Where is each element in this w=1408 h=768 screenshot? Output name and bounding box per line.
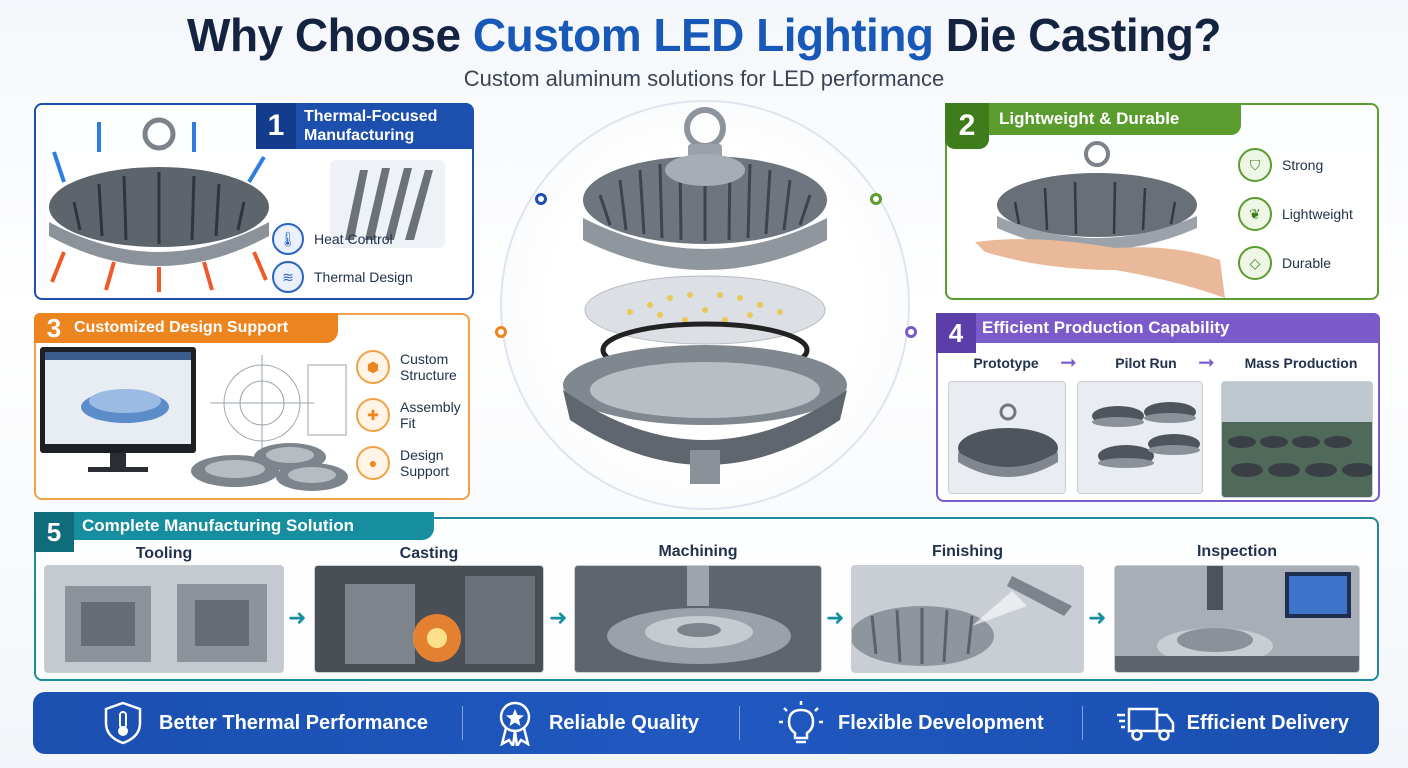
arrow-right-icon: ➜ bbox=[549, 605, 568, 630]
feature-lightweight-label: Lightweight bbox=[1282, 206, 1353, 222]
step-finishing: Finishing bbox=[931, 543, 1004, 560]
feature-heat-control: 🌡 Heat Control bbox=[272, 223, 393, 255]
puzzle-icon: ✚ bbox=[356, 398, 390, 432]
panel1-number: 1 bbox=[256, 103, 296, 149]
page-subtitle: Custom aluminum solutions for LED perfor… bbox=[463, 66, 945, 91]
benefit-thermal-label: Better Thermal Performance bbox=[159, 711, 428, 734]
arrow-right-icon: ➞ bbox=[1198, 352, 1215, 374]
pilot-run-photo bbox=[1077, 381, 1203, 494]
heat-wave-icon: ≋ bbox=[272, 261, 304, 293]
benefit-quality-label: Reliable Quality bbox=[548, 711, 700, 734]
benefit-thermal: Better Thermal Performance bbox=[103, 701, 428, 745]
feature-custom-structure-label: Custom Structure bbox=[400, 351, 457, 383]
tooling-photo bbox=[44, 565, 284, 673]
benefit-development-label: Flexible Development bbox=[838, 711, 1044, 734]
hand-holding-luminaire bbox=[975, 141, 1225, 298]
benefit-delivery: Efficient Delivery bbox=[1116, 703, 1349, 743]
arrow-right-icon: ➜ bbox=[1088, 605, 1107, 630]
benefits-bar: Better Thermal Performance Reliable Qual… bbox=[33, 692, 1379, 754]
step-casting: Casting bbox=[399, 545, 459, 562]
panel2-header: 2 Lightweight & Durable bbox=[945, 103, 1241, 149]
feature-durable-label: Durable bbox=[1282, 255, 1332, 271]
arrow-right-icon: ➜ bbox=[288, 605, 307, 630]
step-tooling: Tooling bbox=[135, 545, 193, 562]
connector-dot-1 bbox=[535, 193, 547, 205]
person-icon: ● bbox=[356, 446, 390, 480]
panel3-header: 3 Customized Design Support bbox=[34, 313, 338, 343]
divider bbox=[1081, 706, 1083, 740]
panel4-number: 4 bbox=[936, 313, 976, 353]
benefit-development: Flexible Development bbox=[778, 700, 1044, 746]
lightbulb-icon bbox=[779, 701, 824, 744]
feature-strong-label: Strong bbox=[1282, 157, 1324, 173]
panel5-title: Complete Manufacturing Solution bbox=[82, 516, 354, 535]
feature-design-support-label: Design Support bbox=[400, 447, 450, 479]
finishing-photo bbox=[851, 565, 1084, 673]
panel3-number: 3 bbox=[46, 312, 62, 343]
feature-lightweight: ❦ Lightweight bbox=[1238, 197, 1353, 231]
connector-dot-2 bbox=[870, 193, 882, 205]
award-ribbon-icon bbox=[499, 701, 531, 746]
mass-production-photo bbox=[1221, 381, 1373, 498]
title-accent: Custom LED Lighting bbox=[472, 9, 934, 61]
thermometer-icon: 🌡 bbox=[272, 223, 304, 255]
cube-icon: ⬢ bbox=[356, 350, 390, 384]
step-pilot-run: Pilot Run bbox=[1115, 355, 1177, 371]
divider bbox=[461, 706, 463, 740]
prototype-photo bbox=[948, 381, 1066, 494]
arrow-right-icon: ➞ bbox=[1060, 352, 1077, 374]
panel5-number: 5 bbox=[34, 512, 74, 552]
step-mass-production: Mass Production bbox=[1244, 355, 1358, 371]
connector-dot-3 bbox=[495, 326, 507, 338]
divider bbox=[739, 706, 741, 740]
heatsink-fins-closeup bbox=[330, 160, 445, 248]
panel2-number: 2 bbox=[945, 103, 989, 149]
inspection-photo bbox=[1114, 565, 1360, 673]
feature-custom-structure: ⬢ Custom Structure bbox=[356, 350, 466, 384]
casting-photo bbox=[314, 565, 544, 673]
step-inspection: Inspection bbox=[1196, 543, 1277, 560]
page-title: Why Choose Custom LED Lighting Die Casti… bbox=[0, 8, 1408, 62]
panel1-header: 1 Thermal-Focused Manufacturing bbox=[256, 103, 472, 149]
panel3-title: Customized Design Support bbox=[74, 319, 289, 336]
feature-heat-control-label: Heat Control bbox=[314, 231, 393, 247]
step-machining: Machining bbox=[658, 543, 738, 560]
panel4-header: 4 Efficient Production Capability bbox=[936, 313, 1380, 353]
shield-thermometer-icon bbox=[104, 701, 142, 745]
cad-workstation-illustration bbox=[40, 347, 348, 491]
machining-photo bbox=[574, 565, 822, 673]
feature-thermal-design-label: Thermal Design bbox=[314, 269, 413, 285]
feather-icon: ❦ bbox=[1238, 197, 1272, 231]
feature-strong: ⛉ Strong bbox=[1238, 148, 1323, 182]
panel5-header: 5 Complete Manufacturing Solution bbox=[34, 512, 434, 552]
title-part-2: Die Casting? bbox=[933, 9, 1222, 61]
feature-assembly-fit-label: Assembly Fit bbox=[400, 399, 461, 431]
delivery-truck-icon bbox=[1116, 707, 1174, 741]
panel1-title: Thermal-Focused Manufacturing bbox=[304, 108, 438, 144]
exploded-luminaire-illustration bbox=[563, 107, 847, 484]
benefit-delivery-label: Efficient Delivery bbox=[1186, 711, 1349, 734]
thermal-housing-illustration bbox=[49, 117, 269, 292]
step-prototype: Prototype bbox=[973, 355, 1039, 371]
panel2-title: Lightweight & Durable bbox=[999, 109, 1180, 128]
shield-icon: ⛉ bbox=[1238, 148, 1272, 182]
connector-dot-4 bbox=[905, 326, 917, 338]
feature-assembly-fit: ✚ Assembly Fit bbox=[356, 398, 466, 432]
feature-design-support: ● Design Support bbox=[356, 446, 466, 480]
feature-durable: ◇ Durable bbox=[1238, 246, 1331, 280]
arrow-right-icon: ➜ bbox=[826, 605, 845, 630]
feature-thermal-design: ≋ Thermal Design bbox=[272, 261, 413, 293]
benefit-quality: Reliable Quality bbox=[495, 700, 699, 746]
diamond-icon: ◇ bbox=[1238, 246, 1272, 280]
title-part-1: Why Choose bbox=[187, 9, 473, 61]
panel4-title: Efficient Production Capability bbox=[982, 318, 1230, 337]
